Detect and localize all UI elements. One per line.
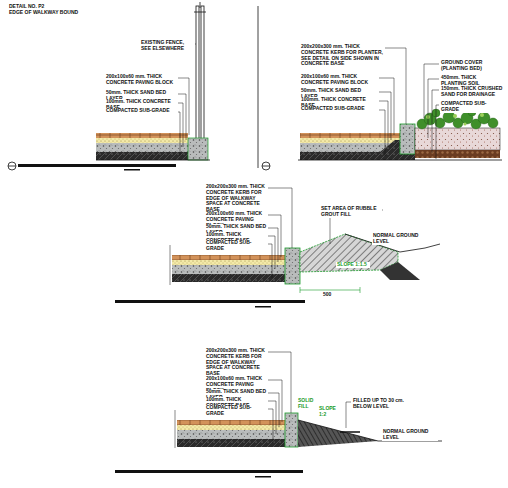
detail-subtitle: EDGE OF WALKWAY BOUND xyxy=(8,10,98,16)
fence-note: EXISTING FENCE, SEE ELSEWHERE xyxy=(140,40,194,52)
leader-line xyxy=(268,409,273,443)
slope-note: SLOPE 1:1.5 xyxy=(336,262,370,268)
leader-line xyxy=(178,103,183,147)
leader-line xyxy=(436,105,439,159)
leader-line xyxy=(268,236,275,269)
layer-label: COMPACTED SUB-GRADE xyxy=(440,101,504,113)
leader-line xyxy=(379,110,385,156)
detail-title: DETAIL NO. P2 xyxy=(8,4,98,10)
planting-label: 450mm. THICK PLANTING SOIL xyxy=(440,75,504,87)
leader-line xyxy=(268,393,279,427)
leader-line xyxy=(379,78,394,135)
leader-line xyxy=(268,228,278,262)
leader-line xyxy=(178,78,189,135)
leader-line xyxy=(346,402,351,428)
planting-label: 150mm. THICK CRUSHED SAND FOR DRAINAGE xyxy=(440,86,504,98)
leader-line xyxy=(424,64,439,118)
layer-label: COMPACTED SUB-GRADE xyxy=(205,240,267,252)
layer-label: 200x100x60 mm. THICK CONCRETE PAVING BLO… xyxy=(105,74,177,86)
layer-label: COMPACTED SUB-GRADE xyxy=(205,405,267,417)
dimension: 500 xyxy=(322,292,342,298)
ground-level: NORMAL GROUND LEVEL xyxy=(372,233,432,245)
leader-line xyxy=(178,112,180,156)
leader-line xyxy=(195,44,196,45)
leader-line xyxy=(268,352,291,413)
layer-label: COMPACTED SUB-GRADE xyxy=(105,108,177,114)
kerb-note: 200x200x300 mm. THICK CONCRETE KERB FOR … xyxy=(205,348,267,377)
fill-note: FILLED UP TO 30 cm. BELOW LEVEL xyxy=(352,398,414,410)
leader-line xyxy=(178,94,186,140)
leader-line xyxy=(268,401,276,434)
leader-line xyxy=(268,188,292,248)
leader-line xyxy=(428,79,439,138)
slope-note: SLOPE 1:2 xyxy=(318,406,344,418)
kerb-note: 200x200x300 mm. THICK CONCRETE KERB FOR … xyxy=(300,44,384,67)
planting-label: GROUND COVER (PLANTING BED) xyxy=(440,60,504,72)
fill-note: SOLID FILL xyxy=(297,398,317,410)
leader-line xyxy=(432,90,439,153)
riprap-note: SET AREA OF RUBBLE GROUT FILL xyxy=(320,206,382,218)
leader-line xyxy=(268,244,272,278)
layer-label: 200x100x60 mm. THICK CONCRETE PAVING BLO… xyxy=(300,74,378,86)
kerb-note: 200x200x300 mm. THICK CONCRETE KERB FOR … xyxy=(205,184,267,213)
ground-level: NORMAL GROUND LEVEL xyxy=(382,429,438,441)
layer-label: COMPACTED SUB-GRADE xyxy=(300,106,378,112)
leader-line xyxy=(379,101,388,147)
